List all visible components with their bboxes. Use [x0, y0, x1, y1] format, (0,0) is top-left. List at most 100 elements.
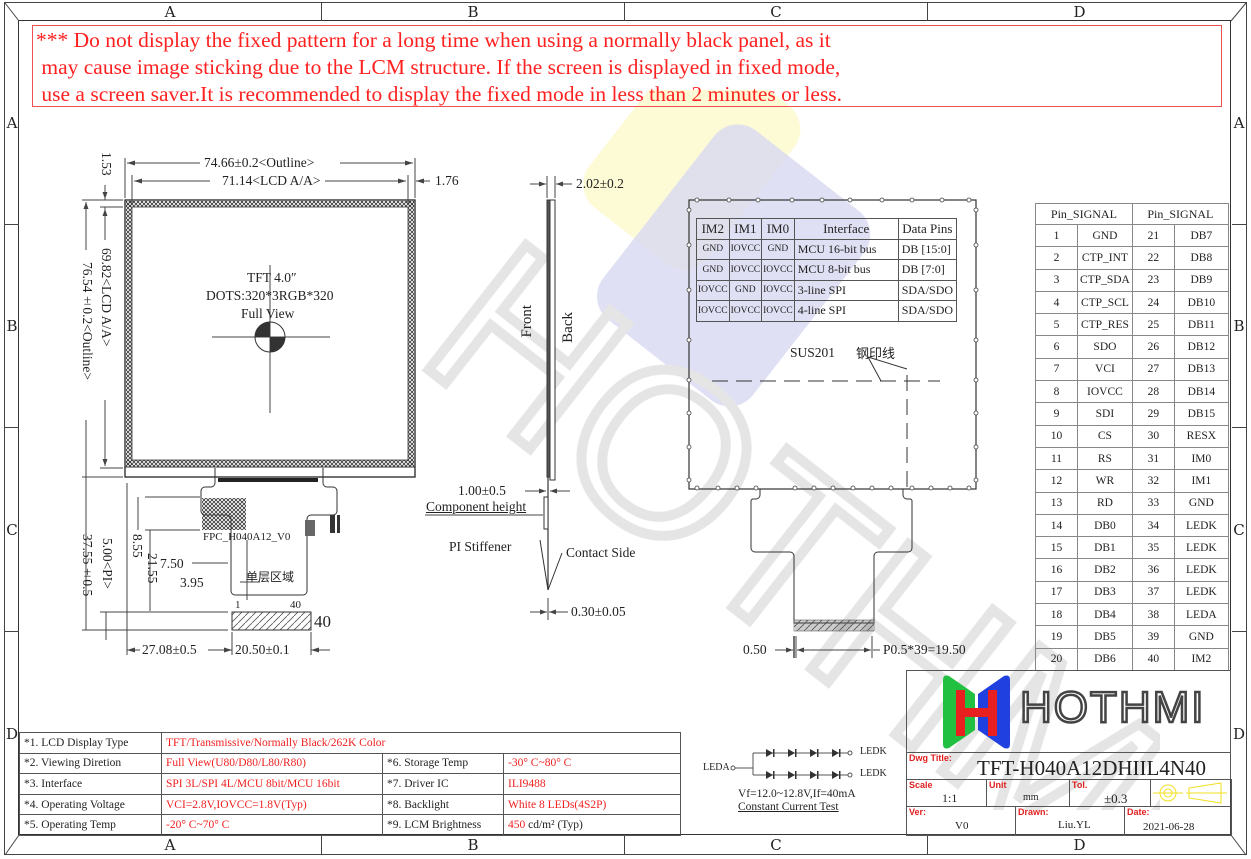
- pin-signal: RD: [1077, 491, 1133, 515]
- pin-number: 36: [1131, 558, 1175, 582]
- pin-number: 4: [1035, 290, 1078, 315]
- dim-7-50: 7.50: [160, 556, 184, 571]
- spec-value: ILI9488: [503, 773, 681, 795]
- pin-signal: DB13: [1173, 357, 1229, 382]
- spec-value: -30° C~80° C: [503, 752, 681, 775]
- pin-number: 34: [1131, 513, 1175, 538]
- pin-number: 7: [1035, 357, 1078, 382]
- pin-number: 6: [1035, 335, 1078, 359]
- pin-signal: RS: [1077, 446, 1133, 471]
- pin-signal: DB15: [1173, 402, 1229, 426]
- dim-module-thickness: 2.02±0.2: [576, 176, 624, 191]
- cell: IOVCC: [761, 279, 795, 301]
- pin-signal: GND: [1173, 491, 1229, 515]
- date-value: 2021-06-28: [1143, 821, 1195, 833]
- pin-table-header: Pin_SIGNAL Pin_SIGNAL: [1035, 203, 1229, 225]
- pin-header-left: Pin_SIGNAL: [1035, 203, 1133, 225]
- interface-table-header: IM2 IM1 IM0 Interface Data Pins: [696, 218, 958, 240]
- material-label: SUS201: [790, 345, 836, 360]
- zone-label-left-c: C: [5, 428, 19, 632]
- cell: GND: [696, 238, 730, 260]
- cell: GND: [761, 238, 795, 260]
- pin-signal: GND: [1077, 223, 1133, 248]
- pin-number: 30: [1131, 424, 1175, 448]
- pin-number: 3: [1035, 268, 1078, 292]
- cell: IOVCC: [761, 300, 795, 322]
- unit-label: Unit: [989, 780, 1007, 790]
- pin-number: 11: [1035, 446, 1078, 471]
- spec-label: *6. Storage Temp: [382, 752, 504, 775]
- date-label: Date:: [1127, 807, 1150, 817]
- pin-number: 40: [1131, 647, 1175, 671]
- scale-cell: Scale 1:1: [906, 779, 987, 807]
- led-test-note: Constant Current Test: [738, 801, 839, 813]
- spec-value: White 8 LEDs(4S2P): [503, 793, 681, 816]
- tol-value: ±0.3: [1104, 791, 1128, 806]
- pin-number: 10: [1035, 424, 1078, 448]
- dim-outline-height: 76.54±0.2<Outline>: [80, 262, 95, 380]
- pin-number: 35: [1131, 536, 1175, 560]
- spec-label: *4. Operating Voltage: [19, 793, 162, 816]
- pin-number: 1: [1035, 223, 1078, 248]
- pin-number: 22: [1131, 246, 1175, 270]
- pin-number: 24: [1131, 290, 1175, 315]
- pin-number: 2: [1035, 246, 1078, 270]
- drawing-border-outer: [4, 2, 1247, 855]
- spec-label: *9. LCM Brightness: [382, 814, 504, 836]
- zone-label-top-a: A: [19, 3, 322, 21]
- spec-label: *5. Operating Temp: [19, 814, 162, 836]
- panel-resolution-label: DOTS:320*3RGB*320: [206, 288, 334, 303]
- tol-label: Tol.: [1072, 780, 1088, 790]
- pin-signal: DB5: [1077, 625, 1133, 649]
- pin-number: 26: [1131, 335, 1175, 359]
- cell: IOVCC: [728, 238, 763, 260]
- dim-pitch-start: 0.50: [743, 642, 767, 657]
- title-block: HOTHMI Dwg Title: TFT-H040A12DHIIL4N40 S…: [906, 670, 1232, 836]
- third-angle-projection-icon: [1153, 782, 1227, 804]
- spec-value: Full View(U80/D80/L80/R80): [161, 752, 383, 775]
- dim-fpc-width: 20.50±0.1: [235, 642, 290, 657]
- pin-signal: DB6: [1077, 647, 1133, 671]
- cell: IOVCC: [761, 259, 795, 281]
- pin-number: 16: [1035, 558, 1078, 582]
- fpc-pin-40-label: 40: [290, 599, 301, 611]
- contact-side-label: Contact Side: [566, 545, 636, 560]
- pin-number: 12: [1035, 469, 1078, 493]
- pin-number: 21: [1131, 223, 1175, 248]
- spec-row: *3. Interface SPI 3L/SPI 4L/MCU 8bit/MCU…: [19, 773, 681, 795]
- pin-signal: IOVCC: [1077, 380, 1133, 404]
- projection-cell: [1150, 779, 1232, 807]
- pin-signal: LEDK: [1173, 580, 1229, 605]
- header-im0: IM0: [761, 218, 795, 240]
- cell: SDA/SDO: [897, 300, 958, 322]
- pin-number: 9: [1035, 402, 1078, 426]
- cell: DB [15:0]: [897, 238, 958, 260]
- fpc-part-label: FPC_H040A12_V0: [203, 531, 291, 543]
- panel-size-label: TFT 4.0″: [247, 270, 297, 285]
- pin-signal: IM0: [1173, 446, 1229, 471]
- spec-row: *2. Viewing Diretion Full View(U80/D80/L…: [19, 752, 681, 775]
- cell: 4-line SPI: [793, 300, 899, 322]
- pin-number: 15: [1035, 536, 1078, 560]
- pin-number: 8: [1035, 380, 1078, 404]
- specifications-table: *1. LCD Display Type TFT/Transmissive/No…: [19, 732, 681, 836]
- zone-label-left-d: D: [5, 724, 19, 743]
- pi-stiffener-label: PI Stiffener: [449, 539, 512, 554]
- panel-view-label: Full View: [241, 306, 295, 321]
- drawing-title-cell: Dwg Title: TFT-H040A12DHIIL4N40: [906, 752, 1231, 780]
- pin-signal: LEDA: [1173, 603, 1229, 627]
